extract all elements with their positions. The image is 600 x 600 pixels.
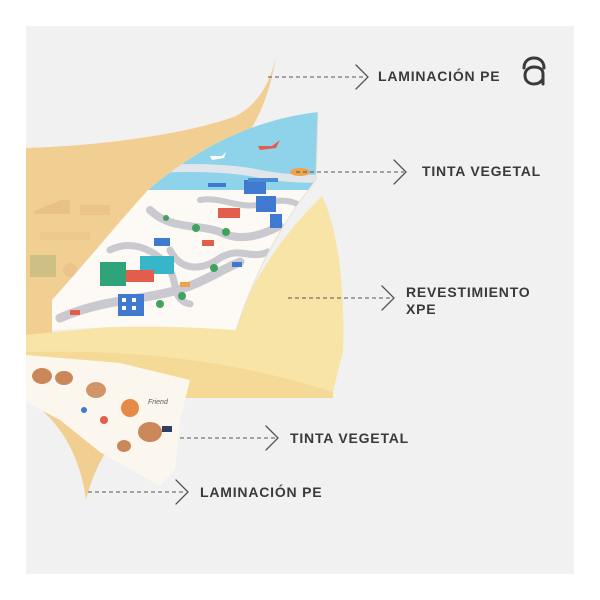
car	[70, 310, 80, 315]
xpe-foam-core	[26, 196, 344, 392]
car	[180, 282, 190, 287]
building-window	[132, 306, 136, 310]
arrow-lamination-top	[355, 64, 369, 90]
building	[256, 196, 276, 212]
back-film-layer	[26, 150, 190, 340]
building	[270, 214, 282, 228]
decoration-dot	[81, 407, 87, 413]
tree	[163, 215, 169, 221]
label-ink-bottom: TINTA VEGETAL	[290, 430, 410, 446]
label-lamination-bottom: LAMINACIÓN PE	[200, 484, 323, 500]
faded-print-dot	[63, 263, 77, 277]
leader-lines	[88, 76, 404, 493]
label-xpe-line1: REVESTIMIENTO	[406, 284, 531, 300]
building	[218, 208, 240, 218]
decoration-dot	[100, 416, 108, 424]
printed-sheet-edge	[235, 111, 319, 331]
tree	[192, 224, 200, 232]
building-window	[122, 306, 126, 310]
building	[126, 270, 154, 282]
road	[146, 206, 284, 242]
label-xpe-line2: XPE	[406, 301, 437, 317]
tree	[156, 300, 164, 308]
bottom-vegetal-ink-sheet	[26, 355, 190, 486]
animal-figure	[138, 422, 162, 442]
label-xpe: REVESTIMIENTO XPE	[406, 284, 531, 318]
top-pe-lamination-sheet	[26, 56, 276, 215]
bridge	[248, 178, 278, 182]
tree	[178, 292, 186, 300]
train	[250, 183, 262, 187]
arrow-ink-bottom	[265, 425, 279, 451]
faded-print-block	[80, 205, 110, 215]
a-logo-icon	[522, 56, 546, 86]
road	[166, 246, 272, 271]
leader-arrows	[175, 64, 407, 505]
train	[208, 183, 226, 187]
faded-print-block	[40, 232, 90, 240]
building	[100, 262, 126, 286]
pool	[140, 256, 174, 274]
building	[118, 294, 144, 316]
arrow-xpe	[381, 285, 395, 311]
car	[202, 240, 214, 246]
animal-figure	[32, 368, 52, 384]
arrow-lamination-bottom	[175, 479, 189, 505]
animal-print: Friend	[32, 368, 172, 452]
arrow-ink-top	[393, 159, 407, 185]
faded-print-block	[30, 255, 56, 277]
animal-figure	[55, 371, 73, 385]
building-window	[122, 298, 126, 302]
road	[55, 257, 245, 323]
animal-figure	[117, 440, 131, 452]
label-ink-top: TINTA VEGETAL	[422, 163, 542, 179]
lollipop-figure	[121, 399, 139, 417]
bottom-sheet-word: Friend	[148, 399, 169, 406]
cloud	[210, 152, 226, 160]
airplane	[258, 140, 280, 150]
animal-figure	[86, 382, 106, 398]
label-lamination-top: LAMINACIÓN PE	[378, 68, 501, 84]
building-window	[132, 298, 136, 302]
tree	[210, 264, 218, 272]
car	[232, 262, 242, 267]
bus	[154, 238, 170, 246]
animal-hat	[162, 426, 172, 432]
tree	[222, 228, 230, 236]
